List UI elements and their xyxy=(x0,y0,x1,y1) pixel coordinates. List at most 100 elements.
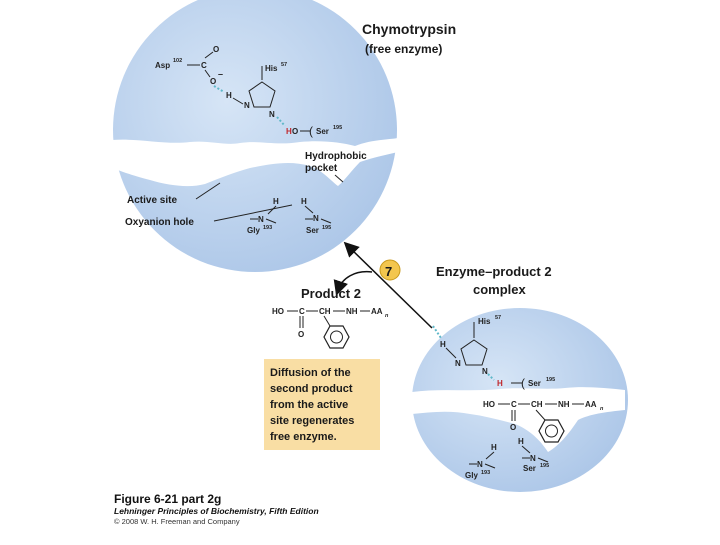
bottom-imidazole-ring xyxy=(460,339,488,366)
step-number: 7 xyxy=(385,264,392,279)
note-line-5: free enzyme. xyxy=(270,431,337,443)
note-background xyxy=(264,359,380,450)
product-ho: HO xyxy=(272,307,284,316)
bottom-prod-nh: NH xyxy=(558,400,570,409)
enzyme-title: Chymotrypsin xyxy=(362,21,456,37)
ser-bracket: ( xyxy=(309,124,313,138)
step-7: 7 Enzyme–product 2 complex xyxy=(333,241,552,329)
ser2-n: N xyxy=(313,214,319,223)
bottom-prod-ch: CH xyxy=(531,400,543,409)
product-2: Product 2 HO C CH NH AA n O xyxy=(272,286,389,349)
bottom-ser2-h: H xyxy=(518,437,524,446)
note-line-2: second product xyxy=(270,383,353,395)
gly-number: 193 xyxy=(263,225,272,231)
product-ch2 xyxy=(323,315,331,327)
enzyme-body-top xyxy=(113,0,397,272)
pocket-label: pocket xyxy=(305,163,338,174)
bottom-his-number: 57 xyxy=(495,315,501,321)
hbond-asp-his xyxy=(213,85,225,93)
bottom-gly-h: H xyxy=(491,443,497,452)
bottom-prod-aa: AA xyxy=(585,400,597,409)
product-o: O xyxy=(298,330,304,339)
product-c: C xyxy=(299,307,305,316)
gly-right-bond xyxy=(265,218,277,224)
his-number: 57 xyxy=(281,62,287,68)
bottom-gly-right-bond xyxy=(484,463,496,469)
asp-oxygen: O xyxy=(213,45,219,54)
gly-nh-bond xyxy=(267,205,277,215)
enzyme-product-complex: His 57 H N N H ( Ser 195 HO C CH NH AA n… xyxy=(412,308,628,492)
return-arrow xyxy=(343,241,433,329)
asp-carbon: C xyxy=(201,61,207,70)
bottom-prod-aa-sub: n xyxy=(600,406,604,412)
minus-sign: – xyxy=(218,69,223,79)
product-aa-sub: n xyxy=(385,313,389,319)
active-site-cleft xyxy=(112,138,398,187)
bottom-ser-h: H xyxy=(497,379,503,388)
bottom-hbond-asp xyxy=(432,325,442,339)
nh-bond xyxy=(232,97,244,105)
active-site-pointer xyxy=(195,182,221,200)
bottom-prod-c: C xyxy=(511,400,517,409)
bottom-ser-bracket: ( xyxy=(521,376,525,390)
bottom-benzene-aromatic xyxy=(545,424,558,438)
bottom-imidazole-n2: N xyxy=(482,367,488,376)
bottom-gly-nh-bond xyxy=(485,451,495,460)
imidazole-n1: N xyxy=(244,101,250,110)
oxyanion-pointer xyxy=(213,204,293,222)
asp-oxygen-minus: O xyxy=(210,77,216,86)
ser-number: 195 xyxy=(333,125,342,131)
ser-label: Ser xyxy=(316,127,329,136)
ser2-nh-bond xyxy=(304,205,314,214)
imidazole-n2: N xyxy=(269,110,275,119)
ser2-number: 195 xyxy=(322,225,331,231)
bottom-hbond-ser xyxy=(487,373,495,381)
bottom-ser2-right-bond xyxy=(537,457,549,463)
product-aa: AA xyxy=(371,307,383,316)
hydrophobic-label: Hydrophobic xyxy=(305,151,367,162)
active-site-label: Active site xyxy=(127,195,177,206)
bottom-his-label: His xyxy=(478,317,491,326)
imidazole-ring xyxy=(248,81,276,108)
bottom-prod-ho: HO xyxy=(483,400,495,409)
bottom-ser-label: Ser xyxy=(528,379,541,388)
bottom-imidazole-n1: N xyxy=(455,359,461,368)
caption-book: Lehninger Principles of Biochemistry, Fi… xyxy=(114,506,319,516)
product-title: Product 2 xyxy=(301,286,361,301)
bottom-ser2-number: 195 xyxy=(540,463,549,469)
note-box: Diffusion of the second product from the… xyxy=(264,359,380,450)
asp-co-bond xyxy=(204,69,211,78)
product-benzene-ring xyxy=(323,325,350,349)
gly-label: Gly xyxy=(247,226,260,235)
bottom-prod-o: O xyxy=(510,423,516,432)
bottom-ser-number: 195 xyxy=(546,377,555,383)
note-line-4: site regenerates xyxy=(270,415,354,427)
complex-title: Enzyme–product 2 xyxy=(436,264,552,279)
bottom-gly-n: N xyxy=(477,460,483,469)
bottom-his-h: H xyxy=(440,340,446,349)
pocket-pointer xyxy=(334,174,344,183)
bottom-ser2-n: N xyxy=(530,454,536,463)
bottom-gly-number: 193 xyxy=(481,470,490,476)
asp-co-double-bond xyxy=(204,51,214,59)
ser2-h: H xyxy=(301,197,307,206)
ser-hydroxyl-o: O xyxy=(292,127,298,136)
gly-h: H xyxy=(273,197,279,206)
note-line-1: Diffusion of the xyxy=(270,367,351,379)
ser-hydroxyl-h: H xyxy=(286,127,292,136)
gly-n: N xyxy=(258,215,264,224)
free-enzyme: Chymotrypsin (free enzyme) Asp 102 C O O… xyxy=(112,0,456,272)
asp-number: 102 xyxy=(173,58,182,64)
figure-caption: Figure 6-21 part 2g Lehninger Principles… xyxy=(114,492,319,526)
bottom-gly-label: Gly xyxy=(465,471,478,480)
product-nh: NH xyxy=(346,307,358,316)
step-circle xyxy=(379,259,401,281)
bottom-ser2-label: Ser xyxy=(523,464,536,473)
enzyme-subtitle: (free enzyme) xyxy=(365,42,442,56)
product-benzene-aromatic xyxy=(330,330,343,344)
caption-title: Figure 6-21 part 2g xyxy=(114,492,221,506)
his-label: His xyxy=(265,64,278,73)
bottom-benzene-ring xyxy=(538,419,565,443)
ser2-label: Ser xyxy=(306,226,319,235)
